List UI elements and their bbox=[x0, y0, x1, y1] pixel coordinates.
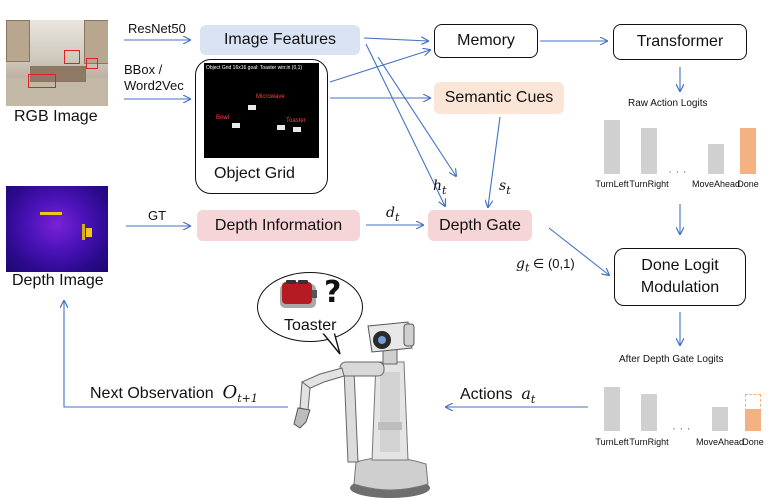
chart2-ellipsis: · · · bbox=[672, 421, 691, 435]
transformer-label: Transformer bbox=[636, 33, 724, 50]
chart2-bar-turnleft bbox=[604, 387, 620, 431]
depth-information-label: Depth Information bbox=[214, 216, 343, 234]
chart1-bar-turnleft bbox=[604, 120, 620, 174]
actions-label: Actions at bbox=[460, 384, 536, 407]
grid-label-toaster: Toaster bbox=[286, 118, 306, 124]
image-features-label: Image Features bbox=[223, 31, 337, 48]
depth-image bbox=[6, 186, 108, 272]
chart2-tick-done: Done bbox=[742, 437, 764, 447]
chart2-bar-done bbox=[745, 409, 761, 431]
depth-gate-node: Depth Gate bbox=[428, 210, 532, 241]
bbox-label: BBox / bbox=[124, 62, 163, 77]
speech-bubble-tail bbox=[321, 332, 341, 355]
toaster-icon bbox=[280, 280, 317, 308]
object-grid-image: Object Grid 16x16 goal: Toaster win:in (… bbox=[204, 63, 319, 158]
s-t-label: st bbox=[499, 178, 511, 197]
chart2-tick-turnleft: TurnLeft bbox=[595, 437, 629, 447]
chart1-bar-turnright bbox=[641, 128, 657, 174]
depth-gate-label: Depth Gate bbox=[439, 216, 521, 234]
semantic-cues-label: Semantic Cues bbox=[444, 89, 554, 106]
arrow-features-to-memory bbox=[363, 38, 428, 41]
memory-node: Memory bbox=[434, 24, 538, 58]
rgb-image-label: RGB Image bbox=[14, 108, 98, 125]
object-grid-label: Object Grid bbox=[214, 165, 295, 182]
gt-label: GT bbox=[148, 208, 167, 223]
chart2-tick-moveahead: MoveAhead bbox=[695, 437, 745, 447]
depth-image-label: Depth Image bbox=[12, 272, 104, 289]
g-t-label: gt ∈ (0,1) bbox=[516, 256, 575, 275]
robot-icon bbox=[293, 321, 430, 498]
done-logit-modulation-node: Done Logit Modulation bbox=[614, 248, 746, 306]
next-observation-label: Next Observation Ot+1 bbox=[90, 382, 258, 406]
d-t-label: dt bbox=[386, 205, 400, 224]
chart1-tick-turnright: TurnRight bbox=[629, 179, 669, 189]
object-grid-header: Object Grid 16x16 goal: Toaster win:in (… bbox=[206, 65, 303, 71]
rgb-image bbox=[6, 20, 108, 106]
chart1-tick-moveahead: MoveAhead bbox=[691, 179, 741, 189]
chart1-tick-done: Done bbox=[737, 179, 759, 189]
chart2-title: After Depth Gate Logits bbox=[619, 354, 724, 365]
question-mark-icon: ? bbox=[324, 275, 342, 310]
memory-label: Memory bbox=[457, 32, 515, 49]
resnet50-label: ResNet50 bbox=[128, 21, 186, 36]
image-features-node: Image Features bbox=[200, 25, 360, 55]
chart1-bar-done bbox=[740, 128, 756, 174]
done-logit-label-line1: Done Logit bbox=[641, 257, 719, 274]
transformer-node: Transformer bbox=[613, 24, 747, 60]
chart2-bar-moveahead bbox=[712, 406, 728, 431]
word2vec-label: Word2Vec bbox=[124, 78, 184, 93]
grid-label-microwave: Microwave bbox=[256, 94, 285, 100]
chart1-title: Raw Action Logits bbox=[628, 98, 708, 109]
chart1-tick-turnleft: TurnLeft bbox=[595, 179, 629, 189]
grid-label-bowl: Bowl bbox=[216, 115, 230, 121]
semantic-cues-node: Semantic Cues bbox=[434, 82, 564, 114]
chart1-ellipsis: · · · bbox=[668, 164, 687, 178]
chart1-bar-moveahead bbox=[708, 144, 724, 174]
speech-text: Toaster bbox=[284, 317, 337, 334]
arrow-memory-to-depthgate bbox=[377, 56, 456, 176]
h-t-label: ht bbox=[433, 178, 447, 197]
done-logit-label-line2: Modulation bbox=[640, 279, 720, 296]
chart2-tick-turnright: TurnRight bbox=[629, 437, 669, 447]
depth-information-node: Depth Information bbox=[197, 210, 360, 241]
chart2-bar-turnright bbox=[641, 393, 657, 431]
